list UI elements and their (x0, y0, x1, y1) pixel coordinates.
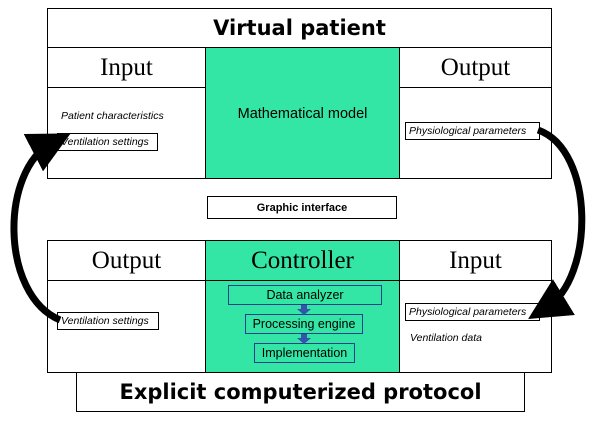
ctrl-input-header: Input (449, 246, 502, 274)
right-loop-arrow (528, 126, 586, 319)
controller-header: Controller (251, 246, 354, 274)
data-analyzer-label: Data analyzer (266, 288, 344, 302)
graphic-interface-box: Graphic interface (207, 196, 397, 219)
vp-physiological-parameters-tag: Physiological parameters (405, 122, 540, 140)
step-arrow-1 (297, 305, 311, 315)
ctrl-physiological-parameters-label: Physiological parameters (409, 306, 527, 318)
ctrl-output-header: Output (91, 246, 162, 274)
ctrl-ventilation-settings-tag: Ventilation settings (57, 312, 159, 330)
data-analyzer-step: Data analyzer (228, 285, 382, 305)
virtual-patient-title-box: Virtual patient (47, 8, 552, 48)
virtual-patient-title: Virtual patient (213, 16, 386, 40)
vp-ventilation-settings-tag: Ventilation settings (57, 133, 158, 151)
mathematical-model-box: Mathematical model (205, 47, 400, 179)
implementation-label: Implementation (261, 346, 348, 360)
ctrl-physiological-parameters-tag: Physiological parameters (405, 303, 540, 321)
ventilation-data-label: Ventilation data (410, 332, 482, 344)
vp-output-header: Output (440, 53, 511, 81)
patient-characteristics-label: Patient characteristics (61, 110, 164, 122)
step-arrow-2 (297, 334, 311, 344)
mathematical-model-label: Mathematical model (237, 106, 368, 122)
protocol-title: Explicit computerized protocol (119, 380, 482, 404)
processing-engine-step: Processing engine (245, 314, 363, 334)
left-loop-arrow (10, 133, 71, 324)
vp-input-header: Input (100, 53, 153, 81)
graphic-interface-label: Graphic interface (256, 201, 348, 214)
ctrl-input-header-box: Input (399, 240, 552, 281)
implementation-step: Implementation (254, 343, 355, 363)
processing-engine-label: Processing engine (252, 317, 356, 331)
ctrl-ventilation-settings-label: Ventilation settings (61, 315, 149, 327)
vp-ventilation-settings-label: Ventilation settings (61, 136, 149, 148)
controller-header-box: Controller (205, 240, 400, 281)
protocol-title-box: Explicit computerized protocol (76, 372, 525, 412)
vp-physiological-parameters-label: Physiological parameters (409, 125, 527, 137)
ctrl-input-panel (399, 280, 552, 373)
